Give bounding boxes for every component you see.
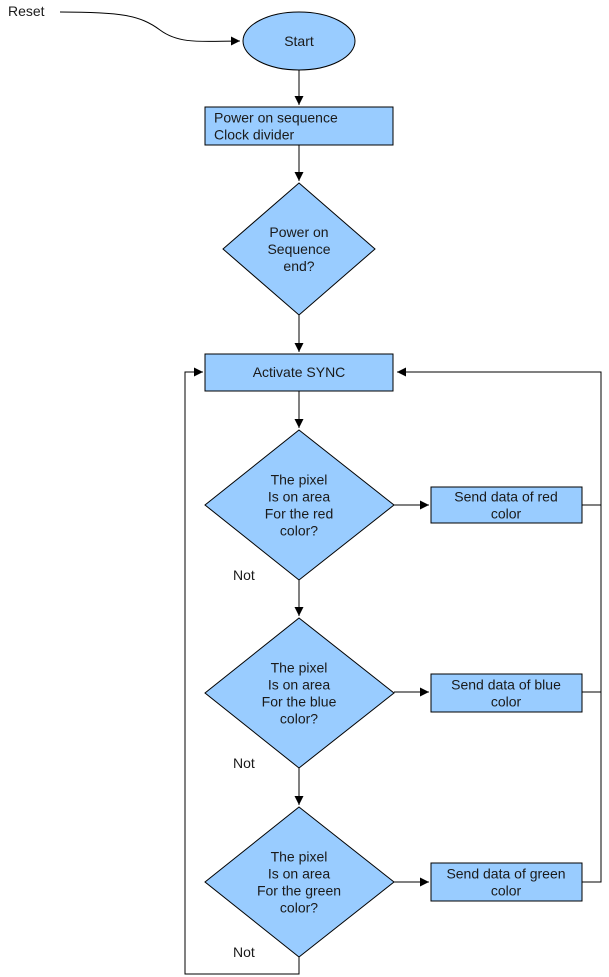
green-not-label: Not (233, 944, 255, 960)
reset-label: Reset (8, 3, 45, 19)
activate-sync-label: Activate SYNC (253, 364, 346, 380)
label-line: The pixel (271, 660, 328, 676)
label-line: For the blue (262, 694, 337, 710)
label-line: Power on sequence (214, 110, 338, 126)
label-line: color (491, 506, 522, 522)
blue-not-label: Not (233, 755, 255, 771)
label-line: For the red (265, 506, 333, 522)
red-not-label: Not (233, 567, 255, 583)
label-line: Send data of green (446, 866, 565, 882)
label-line: The pixel (271, 472, 328, 488)
reset-connector (59, 11, 241, 46)
activate-sync-node: Activate SYNC (204, 353, 394, 392)
label-line: Power on (269, 224, 328, 240)
label-line: color? (280, 900, 318, 916)
label-line: Send data of red (454, 489, 558, 505)
label-line: For the green (257, 883, 341, 899)
label-line: Is on area (268, 489, 330, 505)
start-label: Start (284, 33, 314, 49)
label-line: The pixel (271, 849, 328, 865)
label-line: Activate SYNC (253, 364, 346, 380)
start-node: Start (242, 11, 356, 71)
label-line: color? (280, 523, 318, 539)
label-line: Is on area (268, 677, 330, 693)
connector-not-return (184, 367, 300, 975)
label-line: Clock divider (214, 127, 294, 143)
label-line: end? (283, 258, 314, 274)
label-line: color (491, 694, 522, 710)
label-line: Send data of blue (451, 677, 561, 693)
label-line: Is on area (268, 866, 330, 882)
connector-send-return (397, 367, 602, 506)
label-line: color? (280, 711, 318, 727)
label-line: Sequence (267, 241, 330, 257)
connector-green-send-return (582, 505, 602, 883)
label-line: Start (284, 33, 314, 49)
label-line: color (491, 883, 522, 899)
